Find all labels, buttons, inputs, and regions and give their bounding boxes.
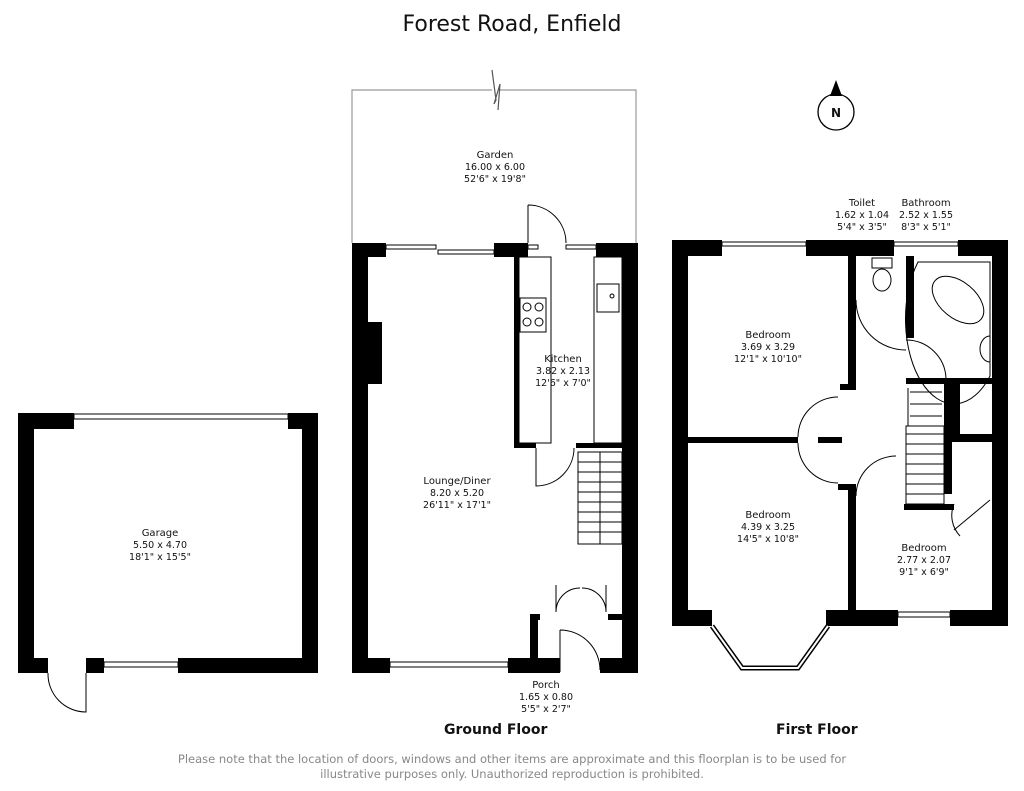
first-floor-walls [672,240,1008,626]
room-bedroom3-name: Bedroom [901,543,946,554]
garden-outline [351,69,637,243]
room-bathroom-metric: 2.52 x 1.55 [899,210,953,221]
room-toilet-name: Toilet [848,198,875,209]
room-garden-name: Garden [477,150,514,161]
room-kitchen-metric: 3.82 x 2.13 [536,366,590,377]
room-bedroom3-metric: 2.77 x 2.07 [897,555,951,566]
ground-floor-windows [385,244,597,668]
ground-floor-doors [518,204,623,672]
room-garden-metric: 16.00 x 6.00 [465,162,525,173]
room-kitchen-name: Kitchen [544,354,582,365]
room-porch-name: Porch [532,680,560,691]
north-arrow-icon [830,80,842,96]
room-bedroom1-imperial: 12'1" x 10'10" [734,354,802,365]
room-garden-imperial: 52'6" x 19'8" [464,174,526,185]
room-toilet-metric: 1.62 x 1.04 [835,210,889,221]
ground-floor-label: Ground Floor [444,722,548,738]
room-toilet-imperial: 5'4" x 3'5" [837,222,887,233]
room-bathroom-name: Bathroom [901,198,950,209]
garage-walls [18,413,318,673]
room-labels: Garden 16.00 x 6.00 52'6" x 19'8" Kitche… [129,150,953,715]
room-bedroom1-metric: 3.69 x 3.29 [741,342,795,353]
first-floor-fittings [709,241,991,671]
room-lounge-imperial: 26'11" x 17'1" [423,500,491,511]
room-bedroom1-name: Bedroom [745,330,790,341]
room-bedroom3-imperial: 9'1" x 6'9" [899,567,949,578]
garage-fittings [47,413,289,713]
disclaimer-text: Please note that the location of doors, … [177,752,847,781]
room-bedroom2-imperial: 14'5" x 10'8" [737,534,799,545]
north-compass: N [817,80,855,131]
room-bedroom2-metric: 4.39 x 3.25 [741,522,795,533]
room-garage-name: Garage [142,528,179,539]
compass-label: N [831,106,841,120]
plan-title: Forest Road, Enfield [402,12,622,37]
room-lounge-name: Lounge/Diner [423,476,491,487]
first-floor-label: First Floor [776,722,858,738]
room-bedroom2-name: Bedroom [745,510,790,521]
room-porch-metric: 1.65 x 0.80 [519,692,573,703]
ground-floor-walls [352,243,638,673]
room-garage-metric: 5.50 x 4.70 [133,540,187,551]
room-bathroom-imperial: 8'3" x 5'1" [901,222,951,233]
room-lounge-metric: 8.20 x 5.20 [430,488,484,499]
room-porch-imperial: 5'5" x 2'7" [521,704,571,715]
room-garage-imperial: 18'1" x 15'5" [129,552,191,563]
room-kitchen-imperial: 12'6" x 7'0" [535,378,591,389]
